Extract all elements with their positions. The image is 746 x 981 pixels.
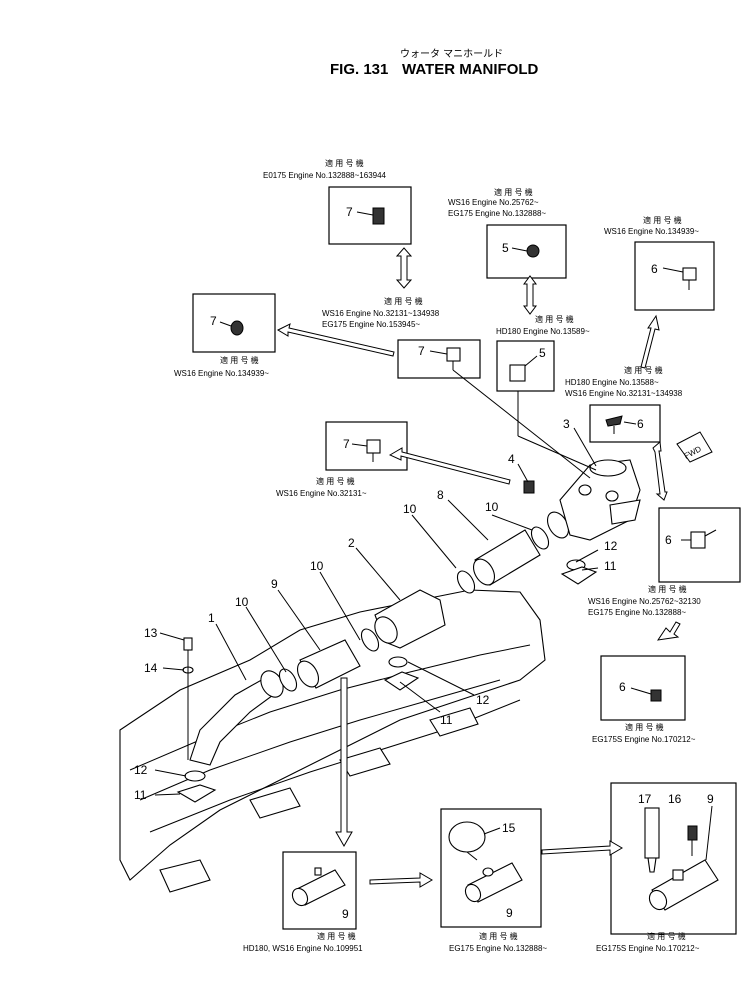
- callout-10a: 10: [235, 595, 249, 609]
- heading-n5: 適 用 号 機: [220, 355, 259, 365]
- pipe-elbow: [189, 670, 284, 766]
- note-n6-line1: HD180 Engine No.13589~: [496, 327, 590, 336]
- note-n7-line2: WS16 Engine No.32131~134938: [565, 389, 683, 398]
- callout-9: 9: [271, 577, 278, 591]
- callout-12b: 12: [476, 693, 490, 707]
- note-n2-line2: EG175 Engine No.132888~: [448, 209, 546, 218]
- heading-n8: 適 用 号 機: [316, 476, 355, 486]
- label-7d: 7: [343, 437, 350, 451]
- detail-box-5b: 5: [496, 340, 555, 392]
- note-n8-line1: WS16 Engine No.32131~: [276, 489, 367, 498]
- label-9a: 9: [342, 907, 349, 921]
- callout-4: 4: [508, 452, 515, 466]
- callout-3: 3: [563, 417, 570, 431]
- heading-n1: 適 用 号 機: [325, 158, 364, 168]
- figure-number: FIG. 131: [330, 61, 388, 78]
- heading-n13: 適 用 号 機: [647, 931, 686, 941]
- callout-12c: 12: [134, 763, 148, 777]
- note-n12-line1: EG175 Engine No.132888~: [449, 944, 547, 953]
- detail-box-6b: 6: [589, 404, 661, 443]
- note-n10-line1: EG175S Engine No.170212~: [592, 735, 696, 744]
- callout-12a: 12: [604, 539, 618, 553]
- detail-box-6a: 6: [634, 241, 715, 311]
- heading-n6: 適 用 号 機: [535, 314, 574, 324]
- callout-14: 14: [144, 661, 158, 675]
- heading-n12: 適 用 号 機: [479, 931, 518, 941]
- label-7a: 7: [346, 205, 353, 219]
- detail-box-9b: 15 9: [440, 808, 542, 928]
- label-9c: 9: [707, 792, 714, 806]
- note-n4-line1: WS16 Engine No.32131~134938: [322, 309, 440, 318]
- detail-box-6d: 6: [600, 655, 686, 721]
- callout-11a: 11: [604, 559, 617, 573]
- label-15: 15: [502, 821, 516, 835]
- heading-n7: 適 用 号 機: [624, 365, 663, 375]
- label-5a: 5: [502, 241, 509, 255]
- callout-10d: 10: [485, 500, 499, 514]
- fasteners: [176, 480, 598, 803]
- part-callouts: 1 2 3 4 8 9 10 10 10 10 12 11 12 11 13 1…: [134, 417, 618, 802]
- note-n7-line1: HD180 Engine No.13588~: [565, 378, 659, 387]
- note-n13-line1: EG175S Engine No.170212~: [596, 944, 700, 953]
- heading-n9: 適 用 号 機: [648, 584, 687, 594]
- detail-box-7d: 7: [325, 421, 408, 471]
- note-n9-line1: WS16 Engine No.25762~32130: [588, 597, 701, 606]
- callout-10c: 10: [403, 502, 417, 516]
- label-7b: 7: [210, 314, 217, 328]
- label-6c: 6: [665, 533, 672, 547]
- label-7c: 7: [418, 344, 425, 358]
- detail-box-7b: 7: [192, 293, 276, 353]
- label-6a: 6: [651, 262, 658, 276]
- note-n4-line2: EG175 Engine No.153945~: [322, 320, 420, 329]
- detail-box-9a: 9: [282, 851, 357, 930]
- heading-n2: 適 用 号 機: [494, 187, 533, 197]
- label-5b: 5: [539, 346, 546, 360]
- title-japanese: ウォータ マニホールド: [400, 48, 503, 60]
- note-n3-line1: WS16 Engine No.134939~: [604, 227, 699, 236]
- detail-box-5a: 5: [486, 224, 567, 279]
- applicability-notes: 適 用 号 機 E0175 Engine No.132888~163944 適 …: [174, 158, 701, 953]
- callout-2: 2: [348, 536, 355, 550]
- note-n11-line1: HD180, WS16 Engine No.109951: [243, 944, 363, 953]
- label-16: 16: [668, 792, 682, 806]
- callout-11c: 11: [134, 788, 147, 802]
- note-n9-line2: EG175 Engine No.132888~: [588, 608, 686, 617]
- note-n5-line1: WS16 Engine No.134939~: [174, 369, 269, 378]
- detail-box-7a: 7: [328, 186, 412, 245]
- detail-box-7c: 7: [397, 339, 481, 379]
- callout-1: 1: [208, 611, 215, 625]
- heading-n4: 適 用 号 機: [384, 296, 423, 306]
- reference-arrows: FWD: [276, 247, 713, 888]
- callout-10b: 10: [310, 559, 324, 573]
- label-6d: 6: [619, 680, 626, 694]
- callout-11b: 11: [440, 713, 453, 727]
- label-9b: 9: [506, 906, 513, 920]
- label-6b: 6: [637, 417, 644, 431]
- heading-n10: 適 用 号 機: [625, 722, 664, 732]
- callout-8: 8: [437, 488, 444, 502]
- note-n2-line1: WS16 Engine No.25762~: [448, 198, 539, 207]
- callout-13: 13: [144, 626, 158, 640]
- figure-title: WATER MANIFOLD: [402, 61, 539, 78]
- manifold-assembly: [278, 459, 641, 692]
- note-n1-line1: E0175 Engine No.132888~163944: [263, 171, 387, 180]
- leader-lines: [154, 369, 599, 796]
- label-17: 17: [638, 792, 652, 806]
- detail-box-6c: 6: [658, 507, 741, 583]
- detail-box-9c: 17 16 9: [610, 782, 737, 935]
- heading-n11: 適 用 号 機: [317, 931, 356, 941]
- heading-n3: 適 用 号 機: [643, 215, 682, 225]
- engine-block: [119, 589, 546, 893]
